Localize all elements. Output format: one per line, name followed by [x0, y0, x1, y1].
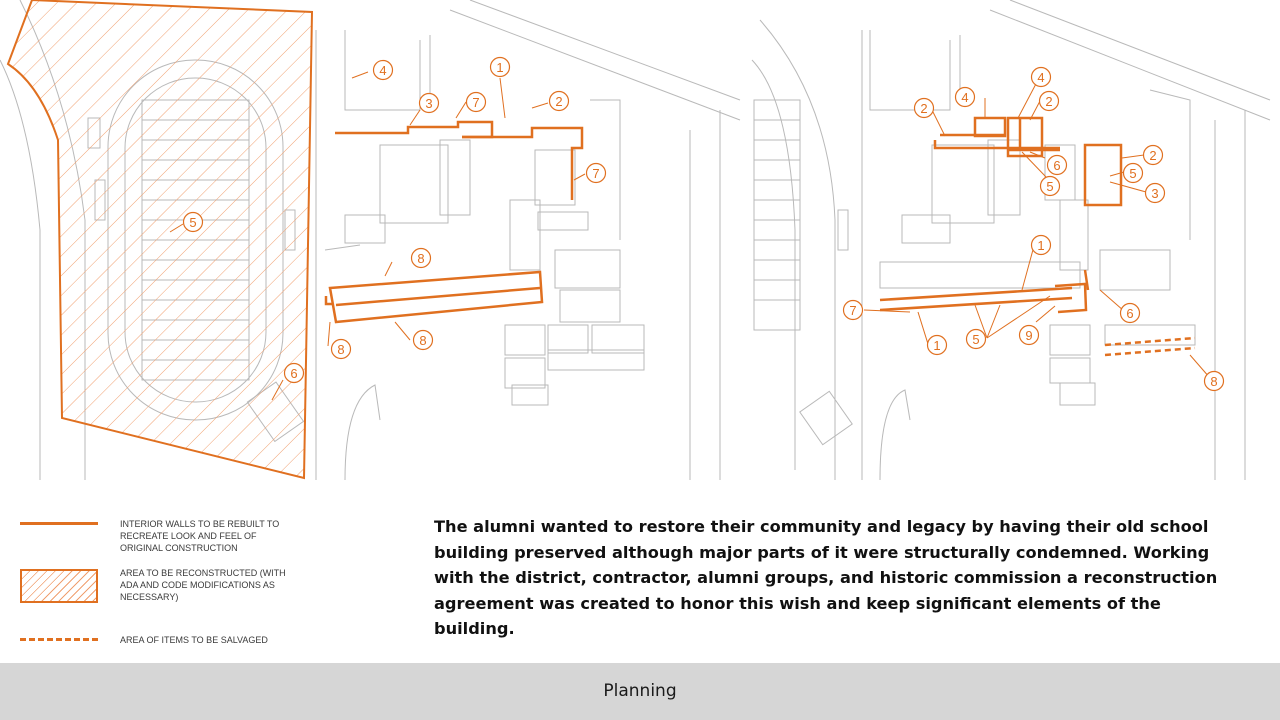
site-plans: 1 2 3 4 5 6 7 7 8 8 8 1 1 2 2 2 3 4 4 5 …: [0, 0, 1271, 481]
svg-text:1: 1: [496, 60, 503, 75]
callout: 6: [1119, 302, 1141, 324]
solid-line-swatch: [20, 522, 98, 525]
footer-label: Planning: [603, 681, 677, 701]
svg-text:6: 6: [290, 366, 297, 381]
dashed-line-swatch: [20, 638, 98, 641]
svg-text:5: 5: [189, 215, 196, 230]
callout: 6: [1046, 154, 1068, 176]
svg-text:8: 8: [417, 251, 424, 266]
reconstruction-area: [6, 0, 314, 480]
svg-text:8: 8: [337, 342, 344, 357]
callout: 5: [965, 328, 987, 350]
project-statement: The alumni wanted to restore their commu…: [434, 517, 1218, 638]
callout: 4: [372, 59, 394, 81]
footer-bar: Planning: [0, 663, 1280, 720]
callout: 4: [954, 86, 976, 108]
svg-text:5: 5: [972, 332, 979, 347]
callout: 5: [182, 211, 204, 233]
svg-text:7: 7: [592, 166, 599, 181]
hatch-swatch: [20, 569, 98, 603]
callout: 6: [283, 362, 305, 384]
svg-text:8: 8: [419, 333, 426, 348]
callout: 8: [412, 329, 434, 351]
svg-text:1: 1: [933, 338, 940, 353]
svg-text:2: 2: [1149, 148, 1156, 163]
svg-text:4: 4: [379, 63, 386, 78]
right-rebuilt-walls: [879, 116, 1123, 314]
callout: 7: [842, 299, 864, 321]
svg-text:2: 2: [1045, 94, 1052, 109]
callout: 3: [1144, 182, 1166, 204]
callout: 8: [410, 247, 432, 269]
left-plan: [0, 0, 741, 481]
callout: 5: [1122, 162, 1144, 184]
svg-text:6: 6: [1053, 158, 1060, 173]
callout: 2: [548, 90, 570, 112]
callout: 9: [1018, 324, 1040, 346]
svg-text:3: 3: [425, 96, 432, 111]
callout: 1: [1030, 234, 1052, 256]
right-salvage: [1104, 336, 1196, 357]
svg-text:2: 2: [555, 94, 562, 109]
callout: 7: [585, 162, 607, 184]
callout: 1: [926, 334, 948, 356]
svg-text:6: 6: [1126, 306, 1133, 321]
callout: 8: [330, 338, 352, 360]
right-callouts: 1 1 2 2 2 3 4 4 5 5 5 6 6 7 8 9: [842, 66, 1225, 392]
svg-text:5: 5: [1129, 166, 1136, 181]
right-plan-linework: [751, 0, 1271, 481]
callout: 1: [489, 56, 511, 78]
svg-text:2: 2: [920, 101, 927, 116]
legend-item-salvaged: AREA OF ITEMS TO BE SALVAGED: [120, 635, 268, 645]
svg-text:9: 9: [1025, 328, 1032, 343]
callout: 8: [1203, 370, 1225, 392]
svg-text:8: 8: [1210, 374, 1217, 389]
right-leaders: [863, 79, 1211, 379]
callout: 2: [1038, 90, 1060, 112]
svg-text:4: 4: [961, 90, 968, 105]
legend-item-reconstructed: AREA TO BE RECONSTRUCTED (WITH ADA AND C…: [120, 568, 286, 602]
svg-text:3: 3: [1151, 186, 1158, 201]
callout: 4: [1030, 66, 1052, 88]
callout: 2: [1142, 144, 1164, 166]
callout: 5: [1039, 175, 1061, 197]
svg-text:5: 5: [1046, 179, 1053, 194]
svg-text:1: 1: [1037, 238, 1044, 253]
svg-text:4: 4: [1037, 70, 1044, 85]
callout: 2: [913, 97, 935, 119]
left-rebuilt-walls: [324, 120, 584, 324]
legend-item-rebuilt-walls: INTERIOR WALLS TO BE REBUILT TO RECREATE…: [120, 519, 280, 553]
right-plan: [751, 0, 1271, 481]
svg-text:7: 7: [472, 95, 479, 110]
svg-text:7: 7: [849, 303, 856, 318]
left-leaders: [169, 71, 586, 401]
left-callouts: 1 2 3 4 5 6 7 7 8 8 8: [182, 56, 607, 384]
callout: 3: [418, 92, 440, 114]
callout: 7: [465, 91, 487, 113]
